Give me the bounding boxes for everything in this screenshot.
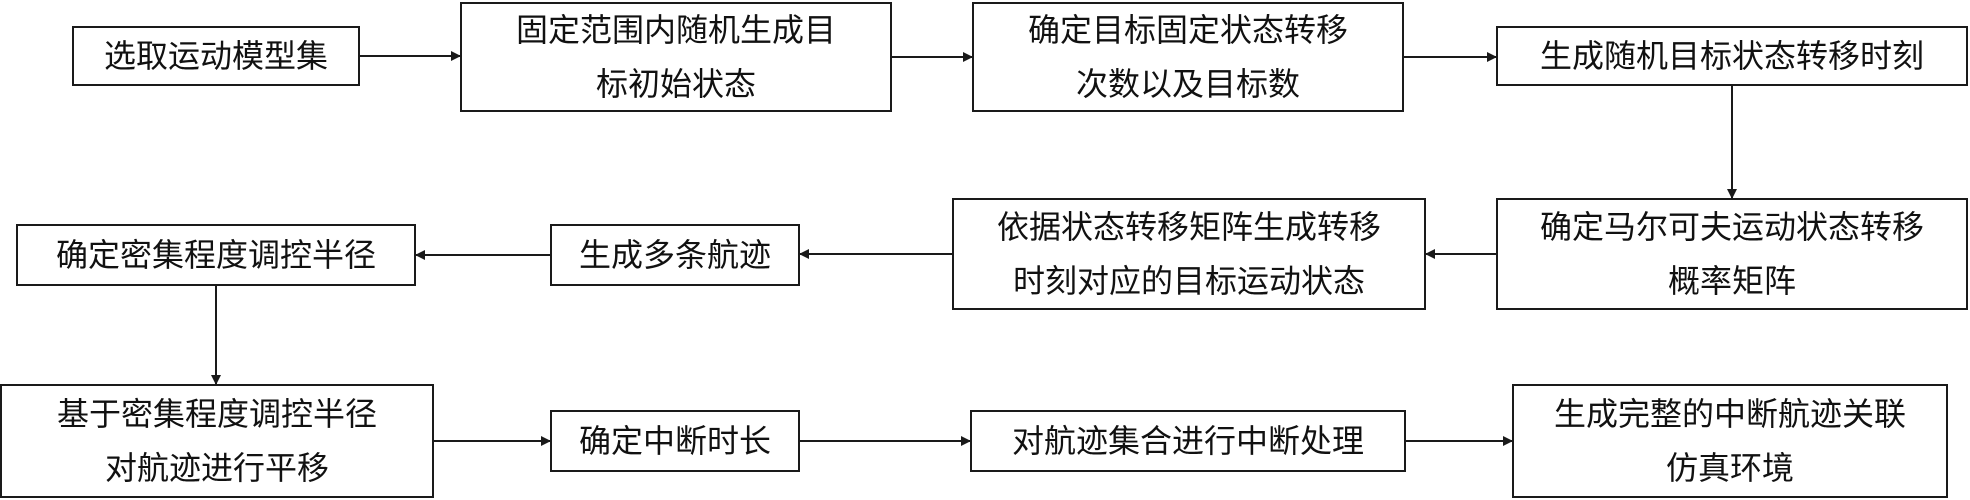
node-determine-transition-count: 确定目标固定状态转移 次数以及目标数 bbox=[972, 2, 1404, 112]
node-translate-tracks: 基于密集程度调控半径 对航迹进行平移 bbox=[0, 384, 434, 498]
node-density-radius: 确定密集程度调控半径 bbox=[16, 224, 416, 286]
node-generate-transition-times: 生成随机目标状态转移时刻 bbox=[1496, 26, 1968, 86]
node-select-motion-model-set: 选取运动模型集 bbox=[72, 26, 360, 86]
node-interruption-duration: 确定中断时长 bbox=[550, 410, 800, 472]
node-markov-transition-matrix: 确定马尔可夫运动状态转移 概率矩阵 bbox=[1496, 198, 1968, 310]
node-interruption-processing: 对航迹集合进行中断处理 bbox=[970, 410, 1406, 472]
node-generate-tracks: 生成多条航迹 bbox=[550, 224, 800, 286]
node-simulation-environment: 生成完整的中断航迹关联 仿真环境 bbox=[1512, 384, 1948, 498]
node-generate-initial-state: 固定范围内随机生成目 标初始状态 bbox=[460, 2, 892, 112]
node-target-motion-state: 依据状态转移矩阵生成转移 时刻对应的目标运动状态 bbox=[952, 198, 1426, 310]
